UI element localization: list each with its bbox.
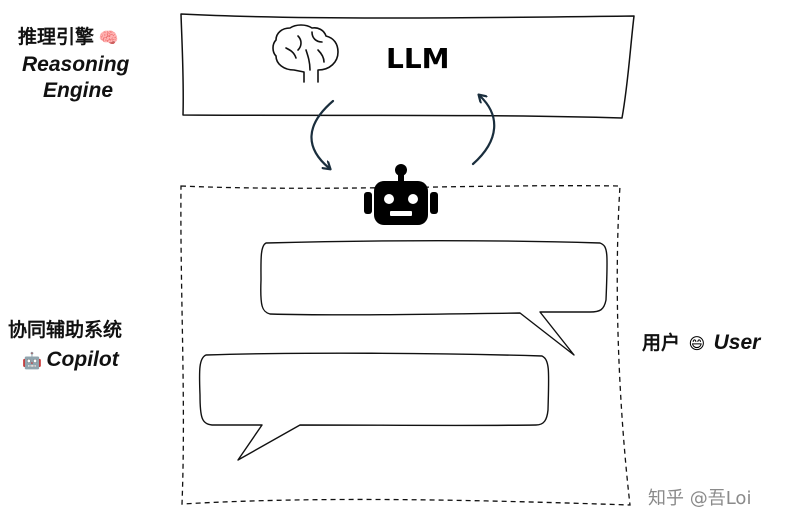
- copilot-cn: 协同辅助系统: [8, 319, 123, 341]
- reasoning-engine-cn: 推理引擎: [18, 26, 95, 48]
- robot-emoji-icon: 🤖: [22, 351, 42, 370]
- arrow-up-to-llm: [471, 96, 496, 166]
- chat-bubble-copilot: [198, 352, 550, 461]
- user-label: 用户 😄 User: [642, 328, 760, 355]
- user-cn: 用户: [642, 332, 681, 354]
- copilot-dashed-area: [180, 185, 631, 506]
- arrow-down-to-copilot: [310, 99, 335, 168]
- chat-bubble-user: [260, 240, 608, 356]
- copilot-en: Copilot: [46, 348, 119, 371]
- reasoning-engine-en-line1: Reasoning: [22, 53, 130, 76]
- llm-box: [180, 13, 635, 119]
- smile-emoji-icon: 😄: [688, 334, 706, 353]
- watermark: 知乎 @吾Loi: [648, 488, 752, 509]
- reasoning-engine-label: 推理引擎 🧠 Reasoning Engine: [18, 22, 168, 103]
- brain-emoji-icon: 🧠: [98, 28, 119, 47]
- robot-icon: [364, 164, 438, 225]
- copilot-label: 协同辅助系统 🤖 Copilot: [8, 315, 178, 372]
- brain-icon: [272, 24, 339, 83]
- llm-label: LLM: [386, 42, 450, 75]
- reasoning-engine-en-line2: Engine: [43, 79, 114, 102]
- user-en: User: [713, 331, 761, 354]
